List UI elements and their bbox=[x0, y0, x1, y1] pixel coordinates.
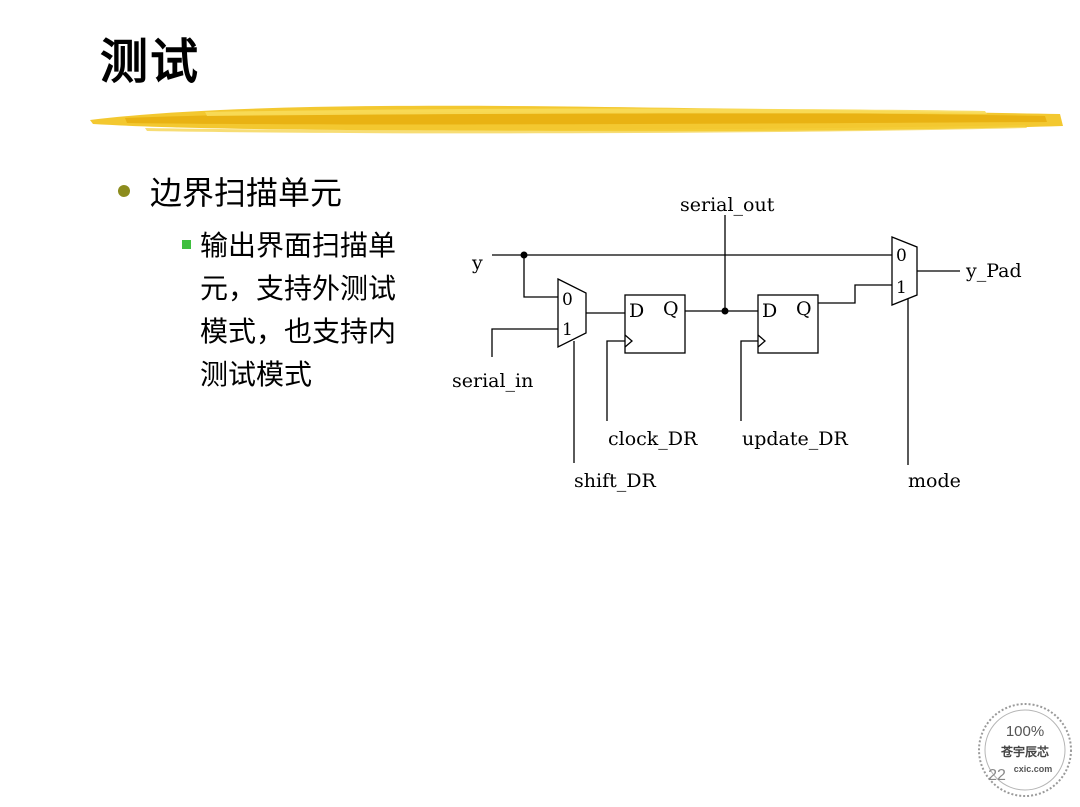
watermark-site: cxic.com bbox=[1014, 764, 1053, 774]
label-update-dr: update_DR bbox=[742, 428, 849, 450]
label-y-pad: y_Pad bbox=[965, 260, 1022, 282]
watermark-name: 苍宇辰芯 bbox=[1000, 744, 1049, 759]
boundary-scan-cell-diagram: serial_out y y_Pad serial_in clock_DR up… bbox=[452, 194, 1022, 492]
label-clock-dr: clock_DR bbox=[608, 428, 698, 450]
label-serial-in: serial_in bbox=[452, 370, 533, 392]
sub-bullet-text: 输出界面扫描单元，支持外测试模式，也支持内测试模式 bbox=[200, 229, 397, 391]
bullet-square-icon bbox=[182, 240, 191, 249]
ff2-d: D bbox=[762, 300, 777, 322]
label-shift-dr: shift_DR bbox=[574, 470, 656, 492]
mux2-input-0: 0 bbox=[896, 246, 907, 266]
label-serial-out: serial_out bbox=[680, 194, 775, 216]
junction-dot-serial-out bbox=[721, 307, 729, 315]
mux1-input-0: 0 bbox=[562, 290, 573, 310]
bullet-level2: 输出界面扫描单元，支持外测试模式，也支持内测试模式 bbox=[182, 224, 422, 396]
watermark-percent: 100% bbox=[1006, 723, 1044, 740]
junction-dot-y bbox=[520, 251, 528, 259]
ff1-d: D bbox=[629, 300, 644, 322]
mux2-input-1: 1 bbox=[896, 278, 907, 298]
ff2-q: Q bbox=[796, 298, 812, 320]
bullet-level1: 边界扫描单元 bbox=[118, 168, 342, 214]
bullet-text: 边界扫描单元 bbox=[150, 174, 343, 212]
bullet-dot-icon bbox=[118, 185, 130, 197]
label-mode: mode bbox=[908, 470, 961, 492]
page-title: 测试 bbox=[100, 34, 201, 90]
ff1-q: Q bbox=[663, 298, 679, 320]
page-number: 22 bbox=[988, 767, 1006, 784]
title-underline-brush bbox=[90, 105, 1063, 134]
label-y: y bbox=[471, 252, 483, 274]
mux1-input-1: 1 bbox=[562, 320, 573, 340]
watermark-stamp: 100% 苍宇辰芯 cxic.com 22 bbox=[978, 703, 1072, 797]
